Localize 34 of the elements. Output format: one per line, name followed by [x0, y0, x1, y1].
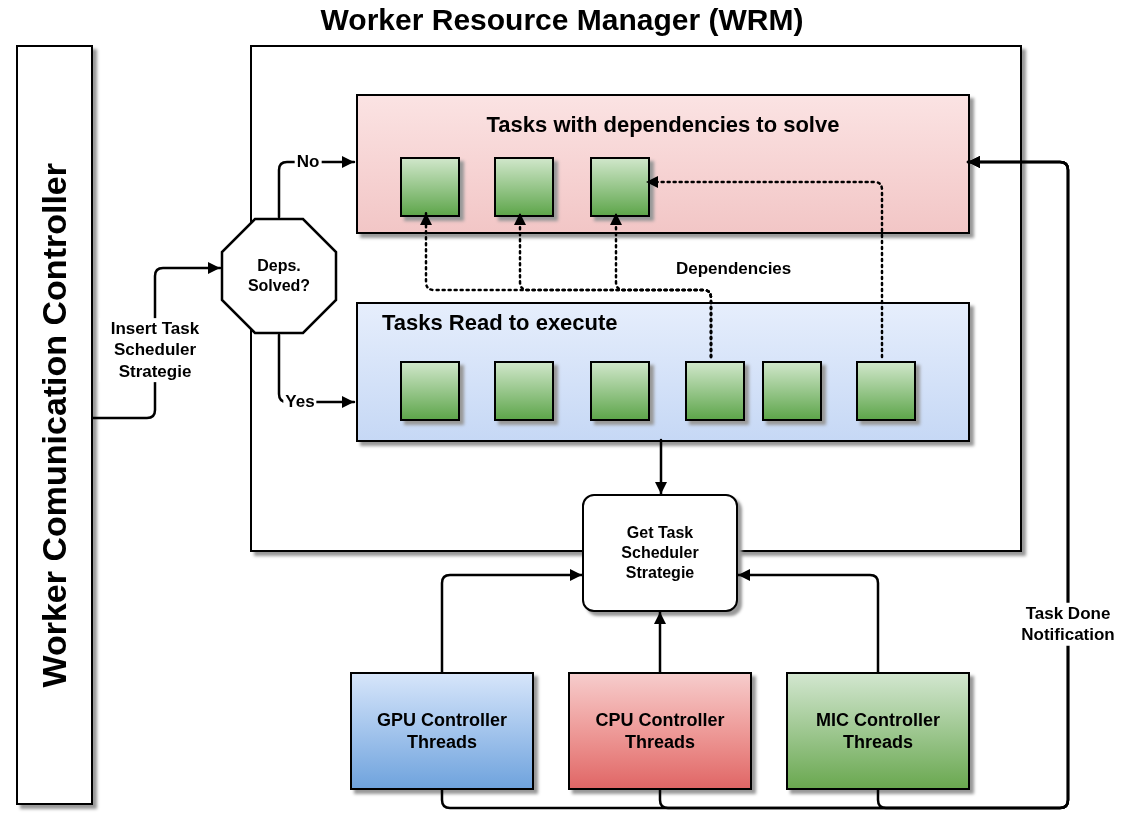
task-square: [685, 361, 745, 421]
arrow: [654, 610, 666, 674]
thread-box: [350, 672, 534, 790]
task-square: [856, 361, 916, 421]
node-label: GPU Controller Threads: [376, 708, 508, 754]
node-label: Get Task Scheduler Strategie: [620, 523, 700, 583]
thread-box: [786, 672, 970, 790]
controller-panel: [16, 45, 93, 805]
queue-panel: [356, 94, 970, 234]
arrow: [644, 176, 884, 359]
arrow: [655, 438, 667, 496]
task-square: [590, 361, 650, 421]
annotation-label: Dependencies: [676, 258, 792, 280]
task-square: [494, 361, 554, 421]
node-label: Deps. Solved?: [246, 256, 312, 296]
node-label: CPU Controller Threads: [594, 708, 726, 754]
panel-title: Worker Comunication Controller: [34, 162, 74, 688]
arrow: [736, 569, 880, 674]
task-square: [400, 157, 460, 217]
process-box: [582, 494, 738, 612]
queue-panel: [356, 302, 970, 442]
node-label: MIC Controller Threads: [815, 708, 941, 754]
arrow: [876, 156, 1070, 810]
panel-title: Tasks Read to execute: [382, 309, 618, 337]
task-square: [400, 361, 460, 421]
task-square: [762, 361, 822, 421]
decision-octagon: [220, 217, 338, 335]
arrow: [440, 569, 584, 674]
arrow: [610, 211, 713, 359]
panel-title: Tasks with dependencies to solve: [486, 112, 840, 137]
task-square: [590, 157, 650, 217]
task-square: [494, 157, 554, 217]
thread-box: [568, 672, 752, 790]
node-label: Worker Resource Manager (WRM): [319, 5, 805, 35]
